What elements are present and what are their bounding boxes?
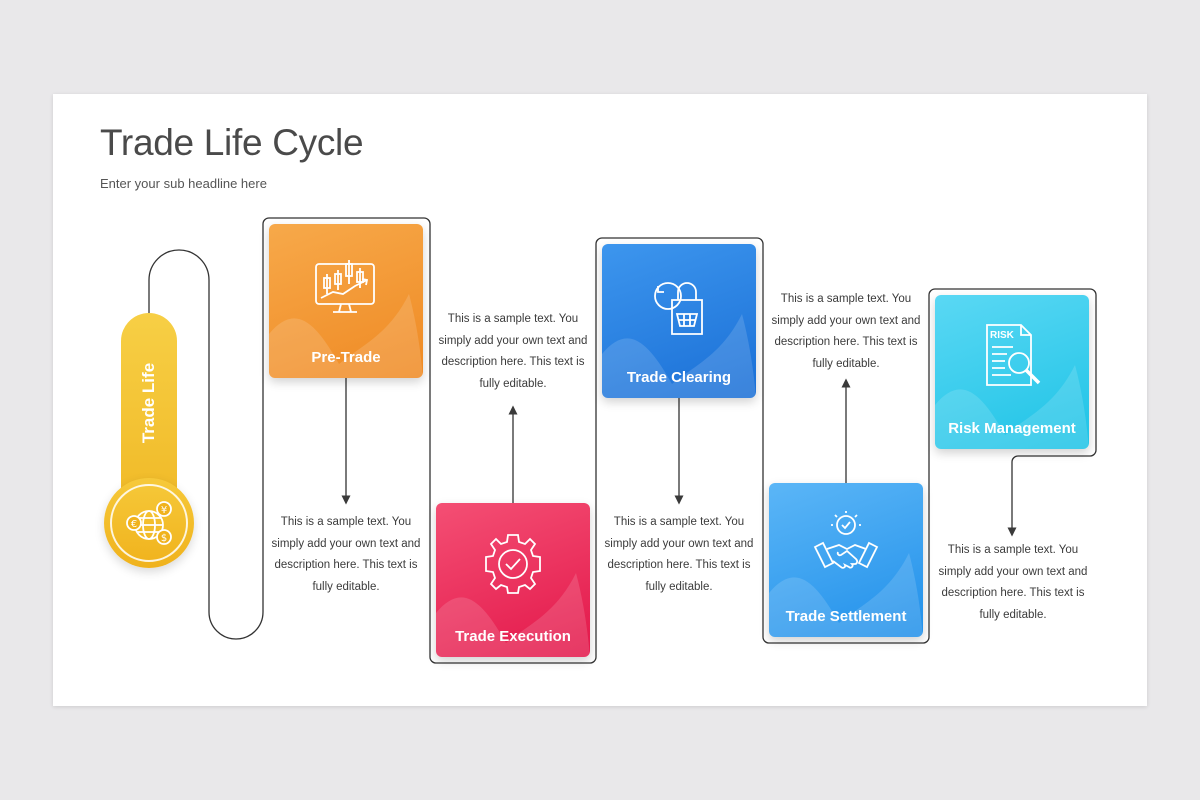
card-label: Trade Settlement (785, 608, 907, 625)
badge-ring (110, 484, 188, 562)
shopping-bag-refresh-icon (654, 282, 703, 335)
currency-globe-icon: € ¥ $ (126, 501, 172, 545)
card-label: Trade Execution (455, 628, 571, 645)
candlestick-monitor-icon (315, 260, 375, 313)
risk-document-search-icon: RISK (986, 324, 1041, 386)
description-trade-clearing: This is a sample text. You simply add yo… (604, 516, 754, 593)
handshake-check-icon (813, 511, 879, 569)
card-wave-decoration (935, 365, 1089, 449)
description-pre-trade: This is a sample text. You simply add yo… (271, 516, 421, 593)
card-label: Risk Management (948, 420, 1076, 437)
page-subtitle: Enter your sub headline here (100, 176, 267, 191)
page-title: Trade Life Cycle (100, 122, 364, 163)
card-wave-decoration (269, 294, 423, 378)
card-trade-settlement: Trade Settlement (769, 483, 923, 637)
card-trade-execution: Trade Execution (436, 503, 590, 657)
trade-life-label-wrap: Trade Life (121, 313, 177, 493)
svg-text:€: € (131, 519, 137, 530)
description-trade-execution: This is a sample text. You simply add yo… (438, 313, 588, 390)
gear-check-icon (485, 534, 541, 594)
svg-text:¥: ¥ (161, 505, 167, 516)
risk-icon-text: RISK (990, 330, 1015, 341)
description-risk-management: This is a sample text. You simply add yo… (938, 544, 1088, 621)
card-label: Trade Clearing (626, 369, 732, 386)
card-wave-decoration (769, 553, 923, 637)
svg-text:$: $ (161, 533, 167, 544)
card-wave-decoration (602, 314, 756, 398)
flow-path (148, 217, 1097, 664)
card-trade-clearing: Trade Clearing (602, 244, 756, 398)
card-label: Pre-Trade (311, 349, 381, 366)
card-wave-decoration (436, 573, 590, 657)
trade-life-label: Trade Life (139, 362, 158, 444)
currency-globe-badge: € ¥ $ (104, 478, 194, 568)
description-trade-settlement: This is a sample text. You simply add yo… (771, 293, 921, 370)
card-risk-management: RISK Risk Management (935, 295, 1089, 449)
card-pre-trade: Pre-Trade (269, 224, 423, 378)
